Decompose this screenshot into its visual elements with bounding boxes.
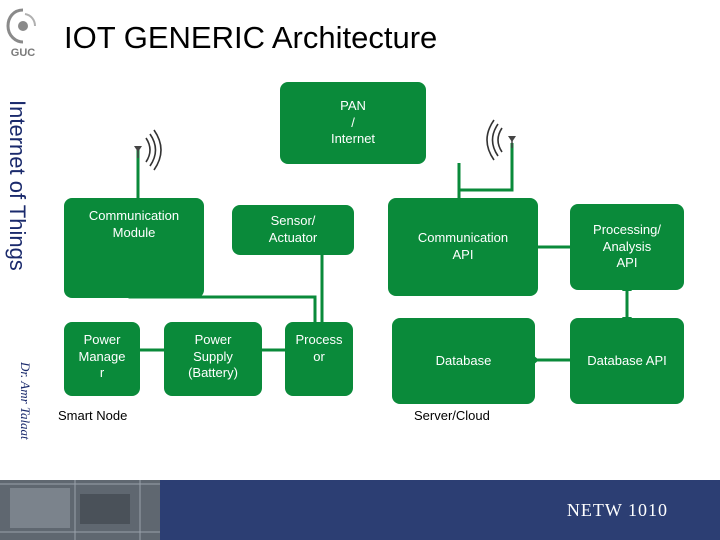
processing-analysis-api-label: Processing/ Analysis API [593,222,661,271]
logo-text: GUC [11,47,36,58]
communication-api-label: Communication API [417,230,509,262]
sensor-actuator-label: Sensor/ Actuator [268,213,318,245]
database-api-box: Database API [570,318,684,404]
server-cloud-caption: Server/Cloud [414,408,490,423]
power-supply-box: Power Supply (Battery) [164,322,262,396]
smart-node-caption: Smart Node [58,408,128,423]
communication-module-label: Communication Module [88,208,180,240]
left-rail [0,0,48,460]
pan-internet-box: PAN / Internet [280,82,426,164]
author: Dr. Amr Talaat [18,362,33,440]
database-box: Database [392,318,535,404]
vertical-title-text: Internet of Things [5,100,30,271]
processor-label: Process or [295,332,343,364]
slide-title: IOT GENERIC Architecture [64,20,438,55]
database-api-label: Database API [587,352,667,368]
antenna-icon [486,119,516,161]
communication-module-box: Communication Module [64,198,204,298]
processing-analysis-api-box: Processing/ Analysis API [570,204,684,290]
guc-logo: GUC [6,8,36,58]
power-manager-box: Power Manage r [64,322,140,396]
course-code: NETW 1010 [566,500,668,520]
author-text: Dr. Amr Talaat [18,362,33,440]
antenna-icon [134,129,162,171]
vertical-title: Internet of Things [5,100,30,271]
database-label: Database [435,352,492,368]
communication-api-box: Communication API [388,198,538,296]
sensor-actuator-box: Sensor/ Actuator [232,205,354,255]
power-manager-label: Power Manage r [78,332,126,381]
circuit-board-image [0,480,160,540]
power-supply-label: Power Supply (Battery) [188,332,238,381]
processor-box: Process or [285,322,353,396]
pan-internet-label: PAN / Internet [330,98,376,147]
